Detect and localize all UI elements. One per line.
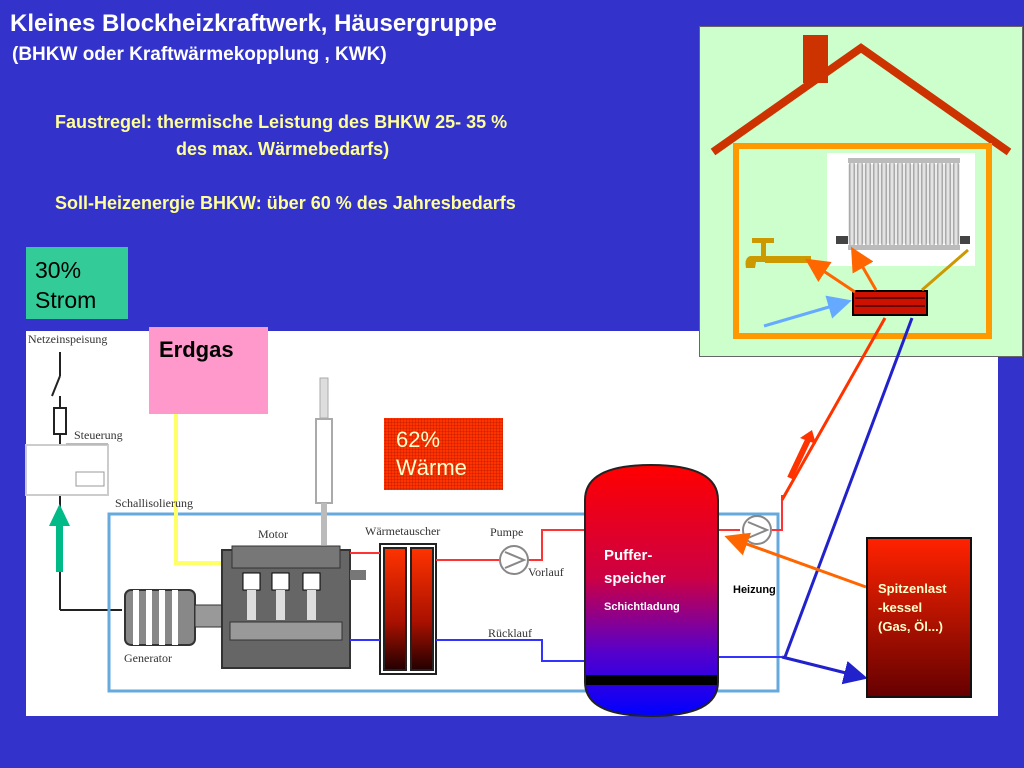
label-steuerung: Steuerung (74, 428, 123, 442)
strom-label: Strom (35, 287, 97, 313)
label-heizung: Heizung (733, 584, 776, 596)
radiator-fin (896, 161, 904, 247)
radiator-fin (904, 161, 912, 247)
waerme-label: Wärme (396, 455, 467, 480)
label-motor: Motor (258, 527, 288, 541)
strom-percent: 30% (35, 257, 82, 283)
kessel-label-1: Spitzenlast (878, 581, 947, 596)
house-icon (710, 35, 1012, 339)
exhaust-stack (315, 377, 333, 504)
speicher-label-3: Schichtladung (604, 601, 680, 613)
buffer-tank (584, 463, 719, 718)
radiator-fin (864, 161, 872, 247)
radiator-fin (920, 161, 928, 247)
rule-line-2: des max. Wärmebedarfs) (176, 139, 390, 159)
pump-icon (499, 515, 772, 575)
water-tap-icon (745, 238, 811, 268)
page-title: Kleines Blockheizkraftwerk, Häusergruppe (10, 10, 497, 37)
radiator-fin (928, 161, 936, 247)
rule-line-3: Soll-Heizenergie BHKW: über 60 % des Jah… (55, 193, 516, 213)
rule-line-1: Faustregel: thermische Leistung des BHKW… (55, 112, 508, 132)
supply-pipe (350, 495, 783, 561)
radiator-fin (880, 161, 888, 247)
speicher-label-1: Puffer- (604, 547, 653, 564)
return-line-from-house (783, 317, 914, 658)
radiator-fin (888, 161, 896, 247)
label-netzeinspeisung: Netzeinspeisung (28, 332, 108, 346)
kessel-label-2: -kessel (878, 600, 923, 615)
sound-insulation-box (107, 512, 780, 693)
page-subtitle: (BHKW oder Kraftwärmekopplung , KWK) (12, 44, 387, 65)
label-pumpe: Pumpe (490, 525, 524, 539)
radiator-icon (827, 153, 975, 266)
motor-icon (221, 545, 366, 669)
label-waermetauscher: Wärmetauscher (365, 524, 441, 538)
waerme-box: 62% Wärme (384, 418, 503, 490)
label-schallisolierung: Schallisolierung (115, 496, 193, 510)
radiator-fin (952, 161, 960, 247)
radiator-fin (872, 161, 880, 247)
strom-arrow-icon (49, 504, 70, 572)
waerme-percent: 62% (396, 427, 441, 452)
flow-arrow-icon (787, 430, 816, 480)
return-pipe (350, 639, 782, 662)
radiator-fin (936, 161, 944, 247)
generator-icon (124, 589, 231, 646)
radiator-fin (848, 161, 856, 247)
label-generator: Generator (124, 651, 172, 665)
radiator-fin (944, 161, 952, 247)
strom-box: 30% Strom (26, 247, 128, 319)
radiator-fin (912, 161, 920, 247)
radiator-fin (856, 161, 864, 247)
peak-load-boiler: Spitzenlast -kessel (Gas, Öl...) (866, 537, 972, 698)
gas-line (174, 414, 244, 565)
speicher-label-2: speicher (604, 570, 666, 587)
house-heat-exchanger (852, 290, 928, 316)
erdgas-label: Erdgas (159, 337, 234, 362)
label-vorlauf: Vorlauf (528, 565, 564, 579)
label-ruecklauf: Rücklauf (488, 626, 532, 640)
supply-line-to-house (780, 317, 887, 501)
kessel-label-3: (Gas, Öl...) (878, 619, 944, 634)
control-box (25, 444, 109, 496)
heat-exchanger-icon (379, 543, 437, 675)
erdgas-box: Erdgas (149, 327, 268, 414)
